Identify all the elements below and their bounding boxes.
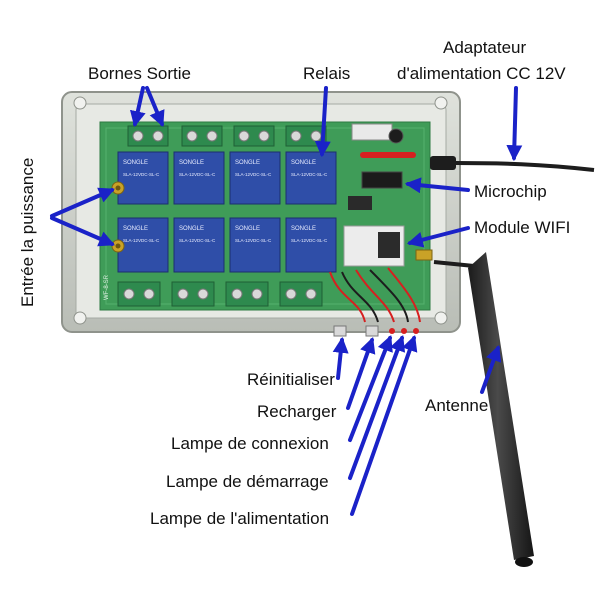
antenna — [433, 252, 534, 567]
label-reinitialiser: Réinitialiser — [247, 370, 335, 389]
relay-model: SLA-12VDC-SL-C — [123, 238, 160, 243]
arrow-microchip — [404, 177, 470, 194]
relay-brand: SONGLE — [235, 160, 260, 166]
arrow-wifi — [406, 226, 470, 248]
label-relais: Relais — [303, 64, 351, 83]
label-recharger: Recharger — [257, 402, 337, 421]
relay-model: SLA-12VDC-SL-C — [291, 172, 328, 177]
arrow-lampe-connexion — [348, 335, 393, 442]
terminal-block — [171, 281, 215, 307]
label-lampe-demarrage: Lampe de démarrage — [166, 472, 329, 491]
relays: SONGLE SLA-12VDC-SL-C SONGLE SLA-12VDC-SL-… — [117, 151, 337, 273]
label-adaptateur-line1: Adaptateur — [443, 38, 527, 57]
board-marking: WF-8-SR — [104, 274, 110, 300]
relay: SONGLE SLA-12VDC-SL-C — [117, 217, 169, 273]
relay-brand: SONGLE — [179, 160, 204, 166]
relay-brand: SONGLE — [123, 226, 148, 232]
control-section — [343, 123, 433, 267]
relay: SONGLE SLA-12VDC-SL-C — [229, 217, 281, 273]
arrow-reinitialiser — [332, 336, 349, 380]
relay-model: SLA-12VDC-SL-C — [123, 172, 160, 177]
label-microchip: Microchip — [474, 182, 547, 201]
relay: SONGLE SLA-12VDC-SL-C — [117, 151, 169, 205]
arrow-bornes-left — [129, 86, 146, 128]
arrow-lampe-demarrage — [348, 335, 406, 480]
relay: SONGLE SLA-12VDC-SL-C — [173, 151, 225, 205]
relay: SONGLE SLA-12VDC-SL-C — [285, 151, 337, 205]
label-lampe-connexion: Lampe de connexion — [171, 434, 329, 453]
relay-brand: SONGLE — [291, 160, 316, 166]
relay-model: SLA-12VDC-SL-C — [235, 172, 272, 177]
terminal-block — [233, 125, 275, 147]
arrow-entree-top — [50, 187, 115, 218]
relay-model: SLA-12VDC-SL-C — [179, 172, 216, 177]
terminal-block — [285, 125, 327, 147]
top-terminals — [127, 125, 327, 147]
arrow-bornes-right — [145, 86, 165, 127]
label-module-wifi: Module WIFI — [474, 218, 571, 237]
relay-brand: SONGLE — [179, 226, 204, 232]
label-entree-puissance: Entrée la puissance — [18, 157, 37, 307]
relay-model: SLA-12VDC-SL-C — [179, 238, 216, 243]
arrow-relais — [314, 86, 331, 158]
label-antenne: Antenne — [425, 396, 489, 415]
annotation-arrows — [50, 86, 523, 516]
bottom-terminals — [117, 281, 323, 307]
relay: SONGLE SLA-12VDC-SL-C — [229, 151, 281, 205]
wires — [329, 267, 421, 323]
relay: SONGLE SLA-12VDC-SL-C — [173, 217, 225, 273]
arrow-adaptateur — [506, 86, 523, 162]
label-lampe-alimentation: Lampe de l'alimentation — [150, 509, 330, 528]
arrow-recharger — [346, 336, 376, 410]
terminal-block — [117, 281, 161, 307]
label-bornes-sortie: Bornes Sortie — [88, 64, 191, 83]
terminal-block — [279, 281, 323, 307]
power-cable — [430, 156, 595, 172]
terminal-block — [127, 125, 169, 147]
front-panel — [333, 325, 419, 337]
terminal-block — [225, 281, 269, 307]
relay-brand: SONGLE — [123, 160, 148, 166]
relay-model: SLA-12VDC-SL-C — [291, 238, 328, 243]
terminal-block — [181, 125, 223, 147]
arrow-antenne — [480, 344, 502, 394]
arrow-lampe-alimentation — [350, 334, 418, 516]
label-adaptateur-line2: d'alimentation CC 12V — [397, 64, 566, 83]
relay: SONGLE SLA-12VDC-SL-C — [285, 217, 337, 273]
relay-brand: SONGLE — [235, 226, 260, 232]
arrow-entree-bottom — [50, 216, 115, 247]
relay-brand: SONGLE — [291, 226, 316, 232]
relay-model: SLA-12VDC-SL-C — [235, 238, 272, 243]
microchip-ic — [361, 171, 403, 189]
